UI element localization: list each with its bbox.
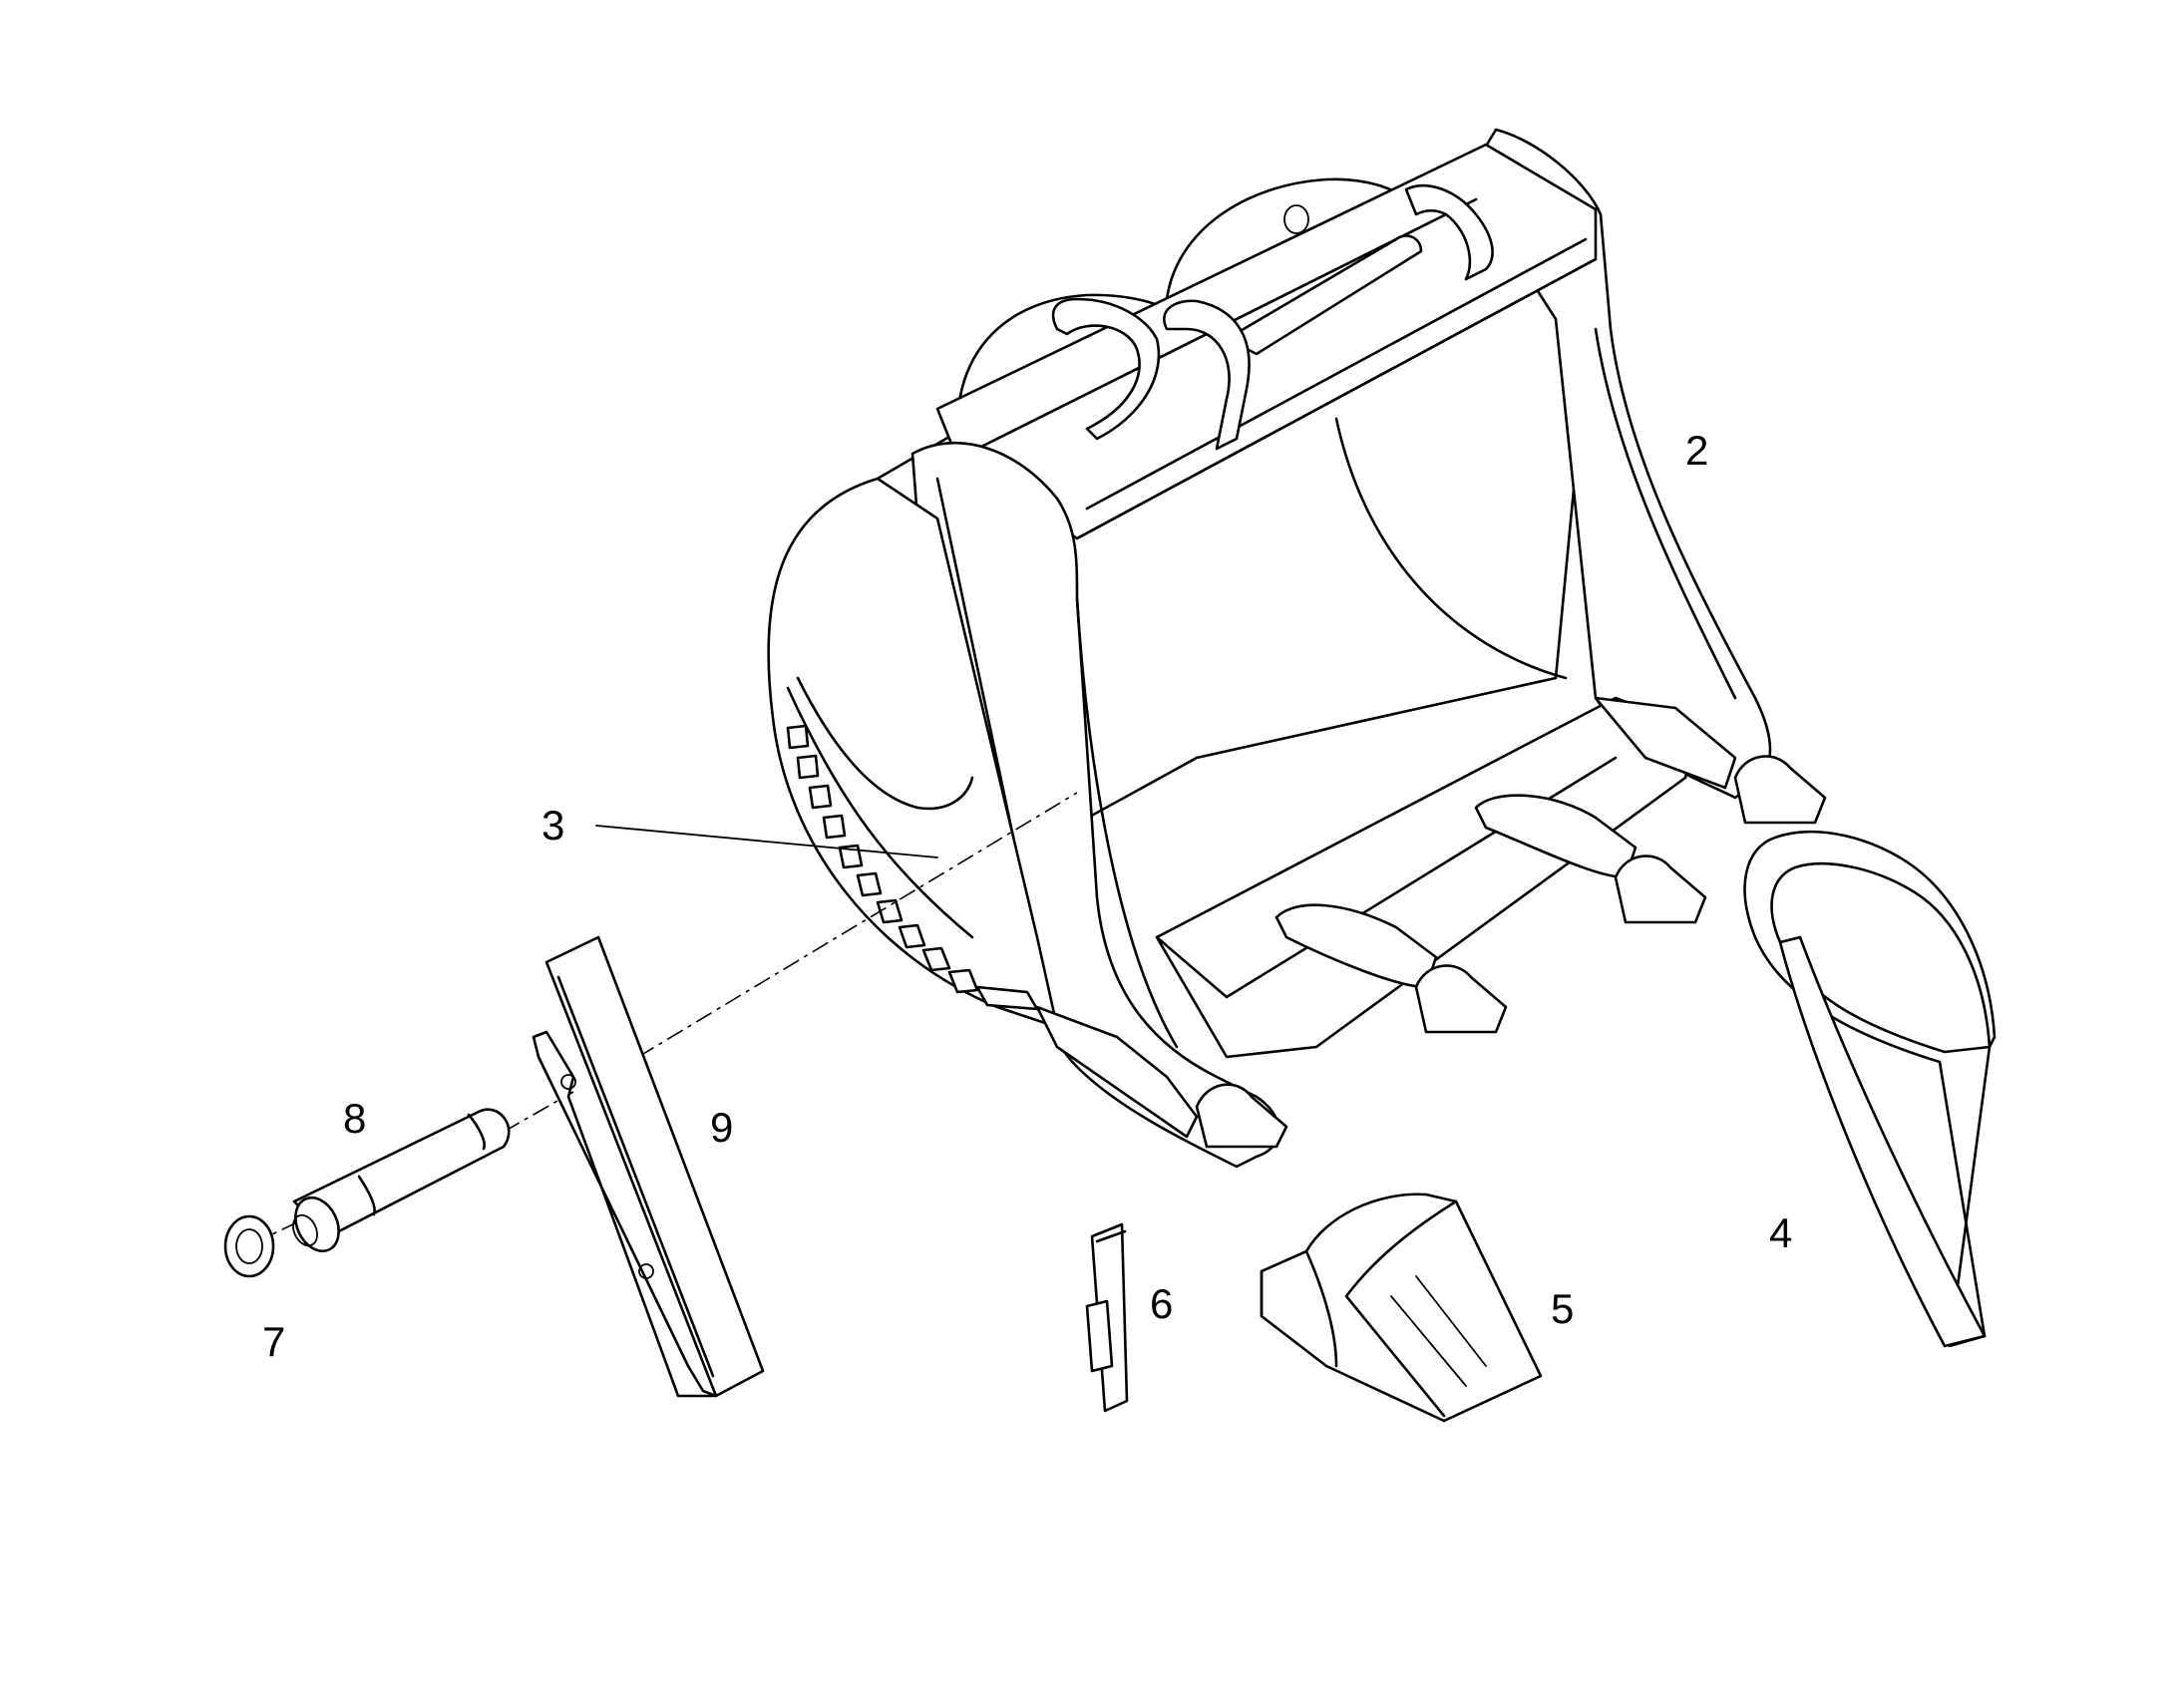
bucket-bottom-shell: [767, 477, 1059, 1029]
hook-bracket-left: [1051, 297, 1161, 441]
retaining-ring: [223, 1214, 275, 1278]
callout-8: 8: [343, 1095, 366, 1142]
tooth-point: [1260, 1193, 1543, 1423]
side-cutter-flange: [532, 1030, 718, 1398]
cutting-edge: [1155, 696, 1697, 1059]
leader-line-3: [595, 825, 938, 858]
callout-7: 7: [262, 1318, 285, 1365]
pin-end-face: [292, 1213, 318, 1247]
tooth-tip-4: [1733, 755, 1827, 825]
wear-strips: [786, 724, 1039, 1011]
pin-shaft: [292, 1108, 511, 1238]
bucket-assembly: [767, 128, 1827, 1169]
tooth-adapter-1: [1035, 1005, 1199, 1139]
side-cutter-body: [545, 935, 765, 1398]
hook-bracket-right: [1404, 183, 1494, 281]
hinge-rod: [1225, 234, 1423, 356]
hook-bracket-mid: [1163, 299, 1251, 451]
callout-2: 2: [1685, 427, 1708, 474]
tooth-adapter-4: [1594, 696, 1737, 790]
rubber-edge-strip-lower: [1778, 935, 1987, 1348]
tooth-tip-2: [1414, 964, 1508, 1034]
callout-5: 5: [1551, 1285, 1574, 1332]
tooth-lock-clip: [1085, 1299, 1114, 1373]
callout-6: 6: [1150, 1280, 1173, 1327]
tooth-tip-1: [1195, 1083, 1288, 1149]
ring-inner: [235, 1228, 263, 1264]
pin: [292, 1108, 511, 1253]
ring-outer: [223, 1214, 275, 1278]
side-cutter: [532, 935, 765, 1398]
rubber-edge-strip: [1743, 830, 1997, 1348]
callout-3: 3: [542, 802, 564, 849]
tooth-lock: [1085, 1222, 1129, 1413]
callout-9: 9: [710, 1104, 733, 1151]
assembly-centerline-pin2: [503, 1091, 574, 1133]
tooth-tip-3: [1614, 854, 1707, 924]
rear-plate-hole: [1283, 204, 1309, 234]
side-cutter-hole-top: [560, 1074, 576, 1090]
bucket-left-side-wall: [910, 441, 1280, 1169]
callout-4: 4: [1769, 1209, 1792, 1256]
side-cutter-hole-bottom: [638, 1263, 654, 1279]
pin-end-cap: [294, 1196, 340, 1253]
assembly-centerline-main: [637, 792, 1078, 1058]
